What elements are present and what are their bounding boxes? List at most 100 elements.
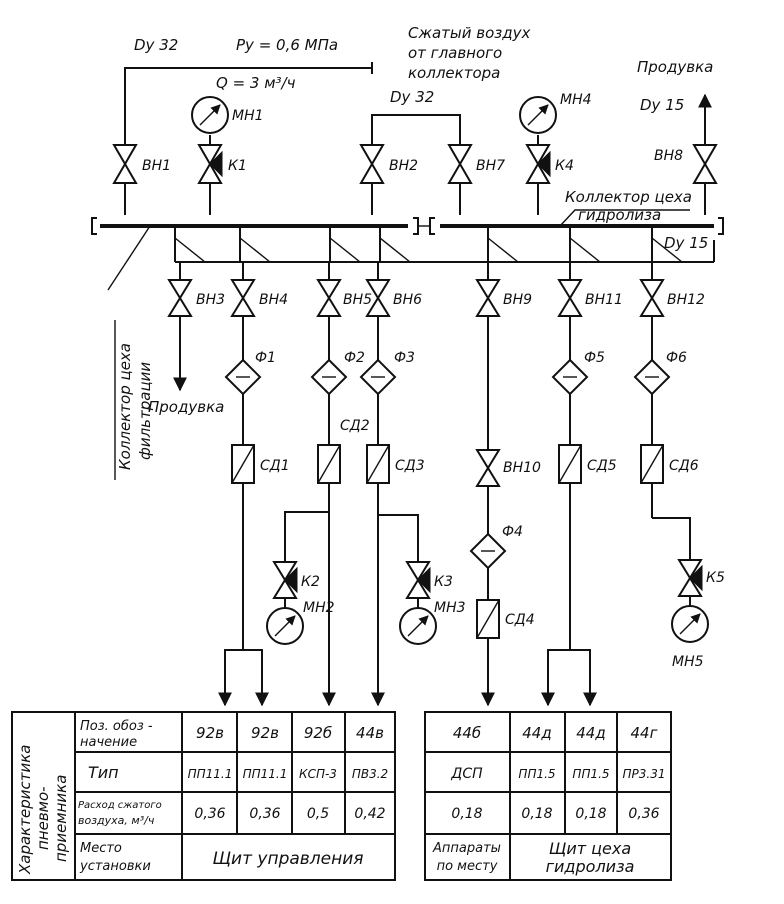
row-pos-1: Поз. обоз - [80, 719, 153, 734]
valve-bh4 [230, 279, 256, 317]
label-bh1: ВН1 [142, 158, 171, 174]
valve-bh2 [359, 144, 385, 184]
valve-bh5 [316, 279, 342, 317]
label-bh11: ВН11 [585, 292, 623, 308]
filter-f4 [469, 532, 507, 570]
row-flow-1: Расход сжатого [78, 800, 162, 811]
filters [224, 358, 671, 570]
left-pos-2: 92в [251, 724, 279, 742]
reducer-sd5 [558, 444, 582, 484]
row-pos-2: начение [80, 735, 137, 750]
valve-bh12 [639, 279, 665, 317]
label-f5: Ф5 [584, 350, 605, 366]
label-sd1: СД1 [260, 458, 290, 474]
filter-f1 [224, 358, 262, 396]
label-flow: Q = 3 м³/ч [216, 74, 296, 92]
valve-bh6 [365, 279, 391, 317]
left-flow-1: 0,36 [194, 806, 225, 822]
label-f6: Ф6 [666, 350, 687, 366]
right-flow-3: 0,18 [575, 806, 606, 822]
right-place-a-2: по месту [437, 859, 498, 874]
reducer-sd4 [476, 599, 500, 639]
right-pos-1: 44б [453, 724, 481, 742]
label-hydrolysis-1: Коллектор цеха [565, 188, 692, 206]
label-bh8: ВН8 [654, 148, 683, 164]
label-supply-1: Сжатый воздух [408, 24, 531, 42]
right-flow-2: 0,18 [521, 806, 552, 822]
left-type-3: КСП-3 [299, 767, 337, 781]
right-type-1: ДСП [450, 766, 483, 782]
branch-takeoffs [174, 226, 683, 263]
label-bh2: ВН2 [389, 158, 418, 174]
filter-f3 [359, 358, 397, 396]
left-flow-3: 0,5 [307, 806, 329, 822]
label-supply-3: коллектора [408, 64, 500, 82]
row-place-2: установки [79, 859, 151, 874]
label-mh1: МН1 [232, 108, 264, 124]
label-k2: К2 [301, 574, 320, 590]
label-hydrolysis-2: гидролиза [578, 206, 661, 224]
label-dy32-mid: Dy 32 [390, 88, 434, 106]
row-type: Тип [88, 763, 119, 782]
label-mh4: МН4 [560, 92, 592, 108]
label-bh3: ВН3 [196, 292, 225, 308]
reducers [231, 444, 664, 639]
label-dy32-left: Dy 32 [134, 36, 178, 54]
label-sd2: СД2 [340, 418, 370, 434]
gauge-valves [197, 144, 703, 599]
label-f3: Ф3 [394, 350, 415, 366]
right-flow-4: 0,36 [628, 806, 659, 822]
gauge-valve-k4 [525, 144, 551, 184]
right-place-b-1: Щит цеха [549, 839, 631, 858]
gauge-mh3 [399, 607, 437, 645]
reducer-sd2 [317, 444, 341, 484]
right-pos-3: 44д [576, 724, 605, 742]
label-purge-left: Продувка [148, 398, 224, 416]
valve-bh11 [557, 279, 583, 317]
main-header [91, 209, 724, 291]
label-k1: К1 [228, 158, 247, 174]
valve-bh3 [167, 279, 193, 317]
label-f1: Ф1 [255, 350, 276, 366]
gauge-valve-k5 [677, 559, 703, 597]
right-type-3: ПП1.5 [572, 767, 609, 781]
gauge-mh5 [671, 605, 709, 643]
right-pos-4: 44г [631, 724, 658, 742]
label-bh9: ВН9 [503, 292, 532, 308]
label-supply-2: от главного [408, 44, 502, 62]
label-mh5: МН5 [672, 654, 704, 670]
consumer-lines [173, 262, 691, 707]
label-sd6: СД6 [669, 458, 699, 474]
label-bh5: ВН5 [343, 292, 372, 308]
left-pos-1: 92в [196, 724, 224, 742]
pressure-gauges [191, 96, 709, 645]
label-pressure: Py = 0,6 МПа [236, 36, 338, 54]
gauge-mh4 [519, 96, 557, 134]
row-place-1: Место [80, 841, 122, 856]
label-dy15-top: Dy 15 [640, 96, 684, 114]
right-type-4: ПР3.31 [623, 767, 666, 781]
gauge-valve-k1 [197, 144, 223, 184]
table-side-1: Характеристика [16, 745, 34, 875]
gauge-valve-k2 [272, 561, 298, 599]
reducer-sd6 [640, 444, 664, 484]
left-place: Щит управления [212, 849, 363, 869]
label-f2: Ф2 [344, 350, 365, 366]
reducer-sd1 [231, 444, 255, 484]
label-bh10: ВН10 [503, 460, 541, 476]
label-mh3: МН3 [434, 600, 466, 616]
right-type-2: ПП1.5 [518, 767, 555, 781]
right-place-b-2: гидролиза [546, 857, 635, 876]
left-pos-3: 92б [304, 724, 332, 742]
label-k5: К5 [706, 570, 725, 586]
label-sd3: СД3 [395, 458, 425, 474]
label-purge-top: Продувка [637, 58, 713, 76]
label-k3: К3 [434, 574, 453, 590]
valve-bh10 [475, 449, 501, 487]
valve-bh7 [447, 144, 473, 184]
right-pos-2: 44д [522, 724, 551, 742]
left-pos-4: 44в [356, 724, 384, 742]
valve-bh1 [112, 144, 138, 184]
left-type-4: ПВ3.2 [352, 767, 388, 781]
